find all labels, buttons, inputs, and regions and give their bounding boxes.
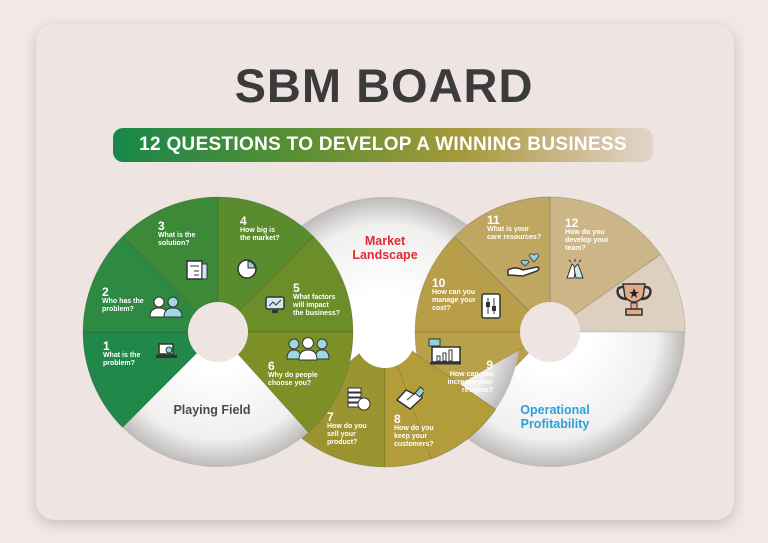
question-text: What factors will impact the business?	[293, 294, 341, 317]
question-text: Who has the problem?	[102, 298, 144, 313]
question-text: How do you sell your product?	[327, 423, 367, 446]
question-number: 8	[394, 412, 401, 426]
operational-profitability-hole	[520, 302, 580, 362]
people-icon	[149, 296, 183, 318]
handshake-icon	[395, 386, 424, 410]
question-number: 7	[327, 410, 334, 424]
segment-3	[121, 196, 219, 334]
sliders-icon	[481, 293, 501, 319]
question-text: Why do people choose you?	[268, 372, 318, 387]
question-number: 3	[158, 219, 165, 233]
segment-8-overlay	[383, 330, 497, 460]
section-label-operational-profitability: Operational Profitability	[520, 403, 590, 431]
question-number: 4	[240, 214, 247, 228]
segment-5	[216, 235, 354, 333]
question-text: How do you keep your customers?	[394, 425, 434, 448]
market-landscape-hole	[355, 308, 415, 368]
segment-10-overlay	[414, 235, 552, 333]
trophy-icon	[616, 283, 652, 316]
question-number: 5	[293, 281, 300, 295]
question-number: 10	[432, 276, 446, 290]
question-text: What is the problem?	[103, 352, 141, 367]
segment-1	[82, 331, 220, 429]
question-number: 9	[486, 358, 493, 372]
segment-12	[549, 196, 662, 333]
segment-11-overlay	[453, 196, 551, 334]
laptop-search-icon	[156, 343, 177, 358]
segment-2	[82, 235, 220, 333]
question-number: 6	[268, 359, 275, 373]
monitor-chart-icon	[265, 296, 285, 313]
question-number: 2	[102, 285, 109, 299]
playing-field-hole	[188, 302, 248, 362]
bar-chart-icon	[428, 338, 461, 365]
question-number: 1	[103, 339, 110, 353]
segment-4	[217, 196, 315, 334]
group-icon	[286, 337, 330, 361]
question-text: What is your care resources?	[487, 226, 542, 241]
pie-chart-icon	[237, 259, 257, 279]
question-text: What is the solution?	[158, 232, 196, 247]
question-number: 12	[565, 216, 579, 230]
question-text: How do you develop your team?	[565, 229, 609, 252]
section-label-playing-field: Playing Field	[173, 403, 251, 417]
question-text: How big is the market?	[240, 227, 280, 242]
question-text: How can you increase your revenue?	[447, 371, 493, 394]
document-icon	[186, 260, 208, 280]
question-text: How can you manage your cost?	[432, 289, 476, 312]
coins-icon	[347, 387, 371, 411]
page-title: SBM BOARD	[234, 59, 534, 112]
section-label-market-landscape: Market Landscape	[352, 234, 418, 262]
high-five-icon	[566, 259, 584, 279]
subtitle-banner: 12 QUESTIONS TO DEVELOP A WINNING BUSINE…	[113, 128, 653, 162]
hand-hearts-icon	[507, 253, 540, 277]
question-number: 11	[487, 213, 500, 227]
